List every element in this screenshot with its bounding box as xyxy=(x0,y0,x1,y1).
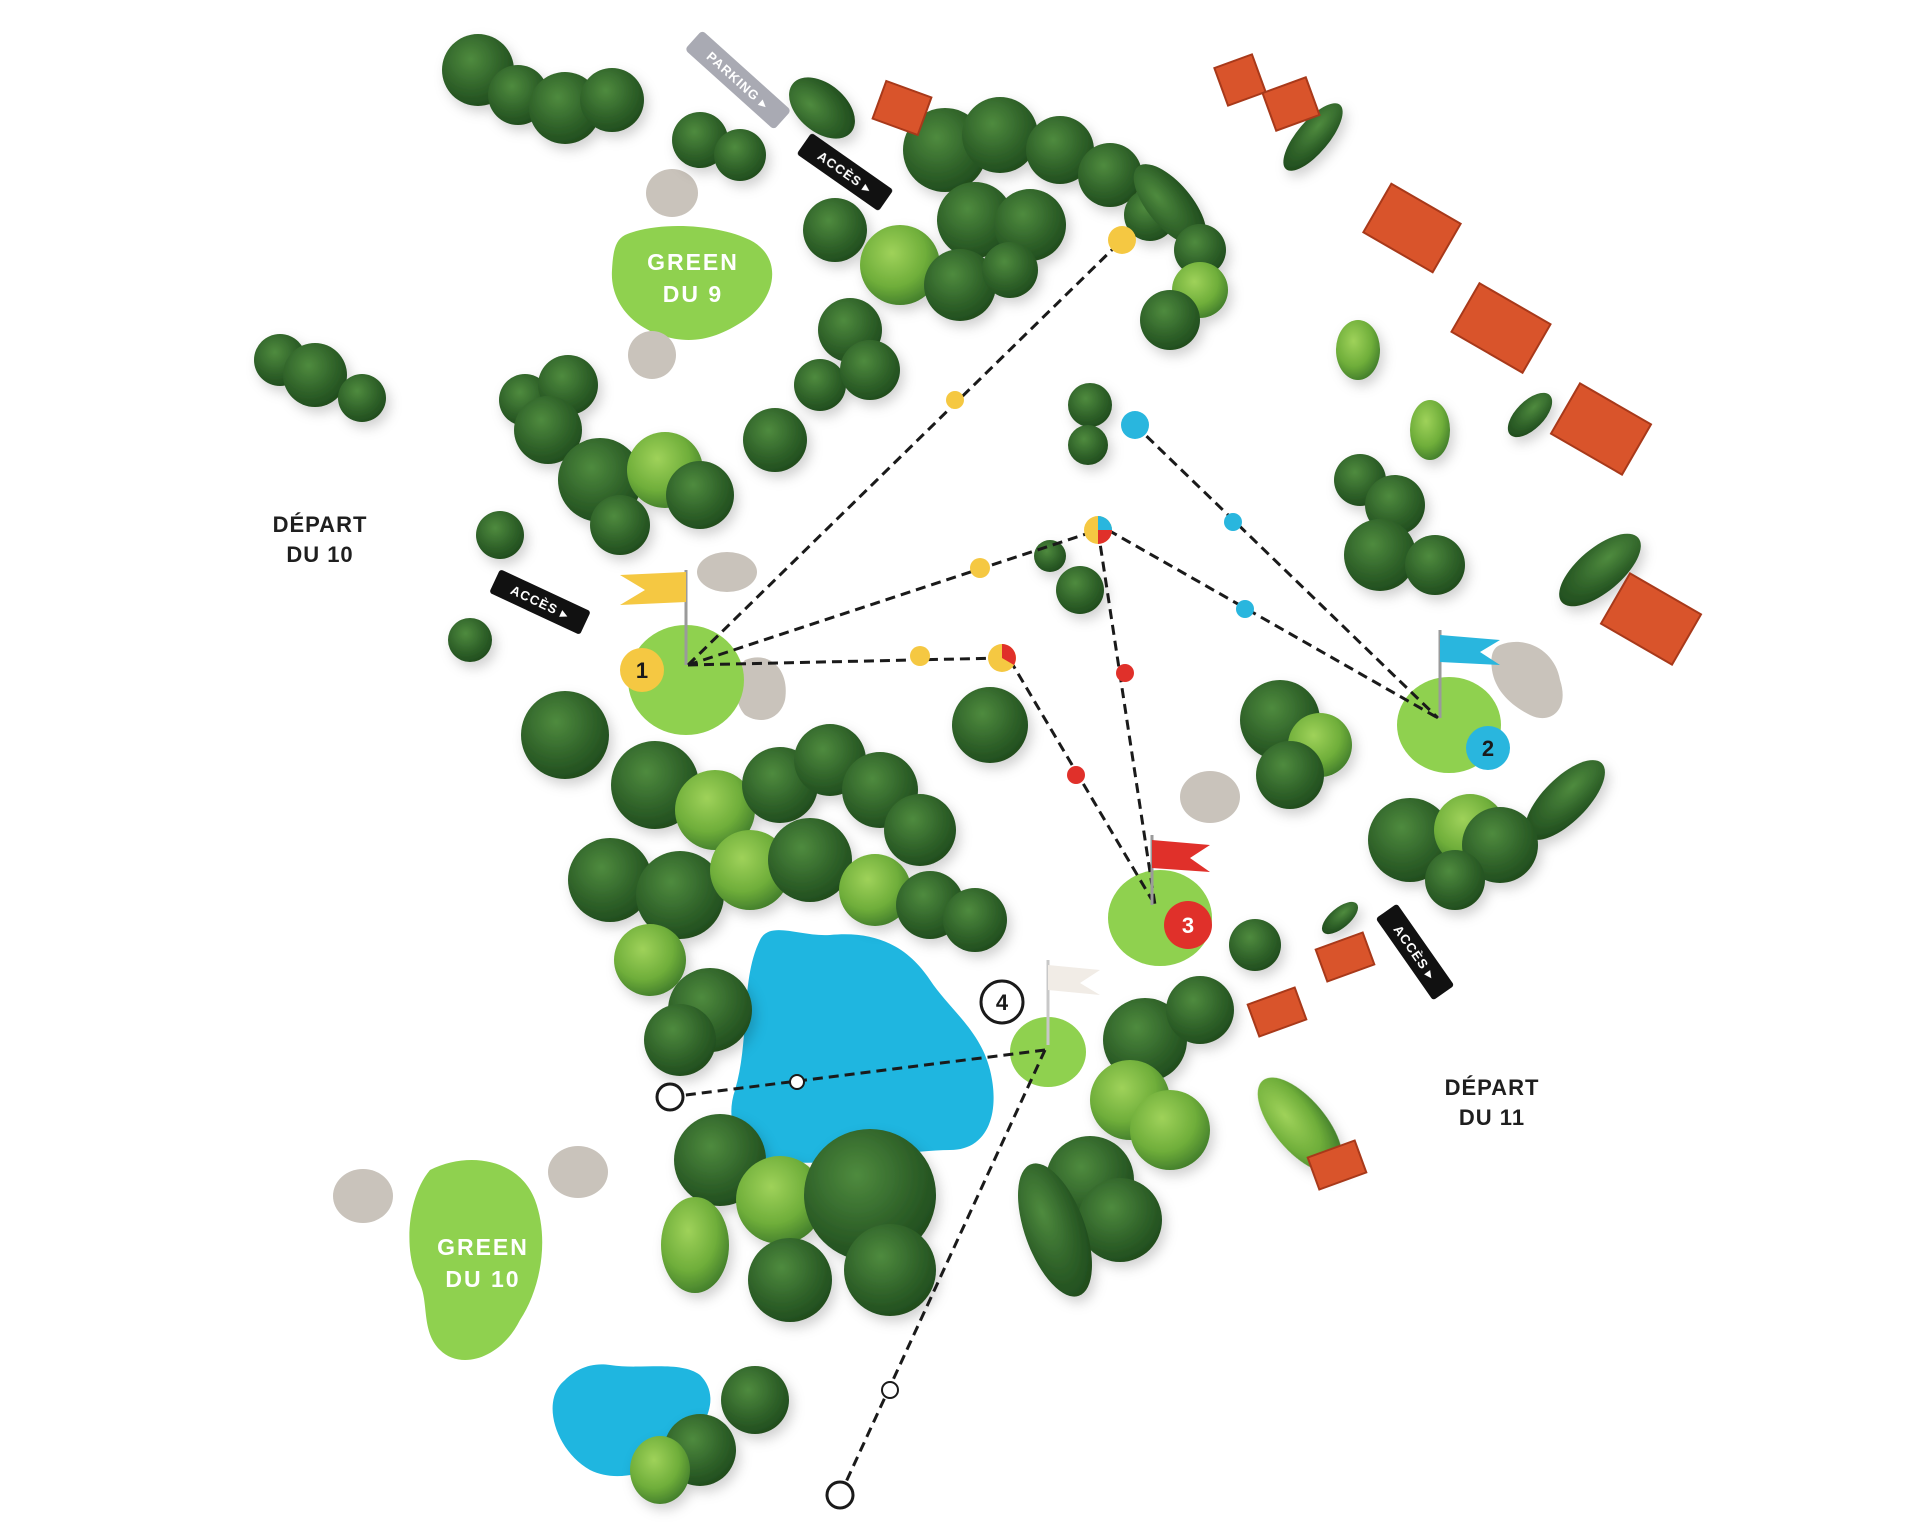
hole-4-badge[interactable]: 4 xyxy=(979,979,1025,1025)
hole-3-badge[interactable]: 3 xyxy=(1164,901,1212,949)
water-pond-large xyxy=(731,930,994,1163)
green-du-9-line1: GREEN xyxy=(647,249,739,275)
depart-du-10-line2: DU 10 xyxy=(286,542,353,567)
acces-sign-right[interactable]: ACCÈS ▸ xyxy=(1376,904,1455,1001)
green-du-9-line2: DU 9 xyxy=(663,281,723,307)
hole-4-number: 4 xyxy=(996,990,1009,1015)
grey-sign-label: PARKING ▸ xyxy=(704,49,772,113)
hole-2-number: 2 xyxy=(1482,736,1494,761)
hole-2-badge[interactable]: 2 xyxy=(1466,726,1510,770)
flags xyxy=(620,570,1500,1045)
depart-du-11-line2: DU 11 xyxy=(1459,1105,1525,1130)
hole-3-number: 3 xyxy=(1182,913,1194,938)
routes xyxy=(669,238,1440,1496)
hole-1-number: 1 xyxy=(636,658,648,683)
hole-1-badge[interactable]: 1 xyxy=(620,648,664,692)
bunkers xyxy=(333,169,1563,1223)
route-markers xyxy=(655,226,1254,1510)
green-du-10-shape xyxy=(409,1160,543,1360)
depart-du-11-line1: DÉPART xyxy=(1445,1075,1540,1100)
acces-sign-top[interactable]: ACCÈS ▸ xyxy=(797,133,894,212)
green-du-10-line1: GREEN xyxy=(437,1234,529,1260)
trees xyxy=(254,34,1641,1504)
houses xyxy=(871,53,1703,1191)
green-du-9-shape xyxy=(611,225,773,340)
depart-du-10-line1: DÉPART xyxy=(273,512,368,537)
acces-sign-left[interactable]: ACCÈS ▸ xyxy=(489,569,591,635)
green-du-10-line2: DU 10 xyxy=(445,1266,520,1292)
